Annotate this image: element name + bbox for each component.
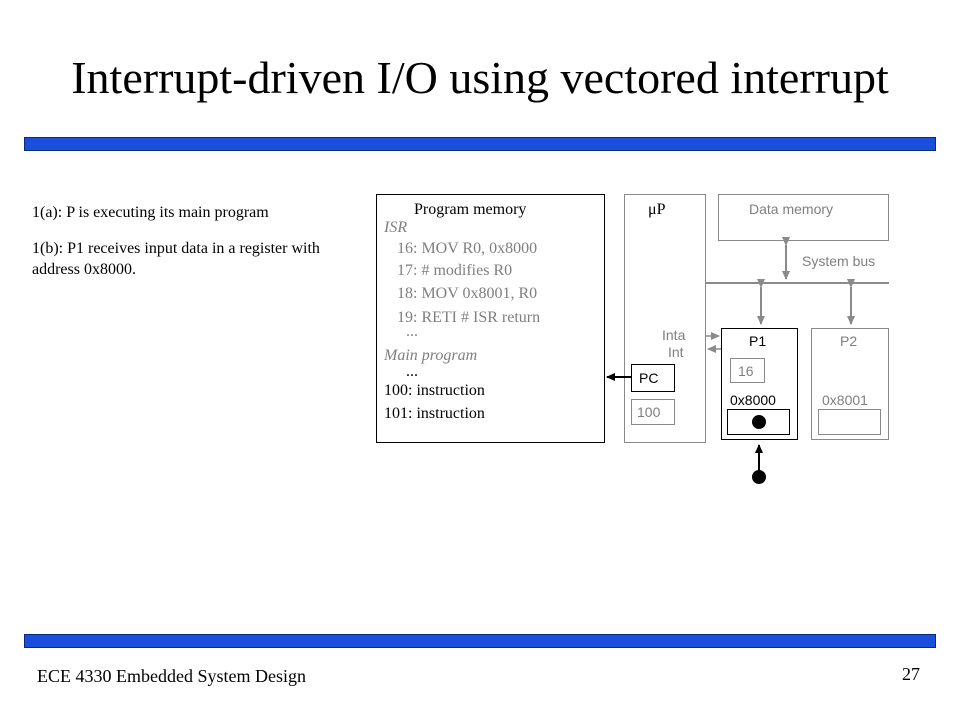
- p1-register-data-dot: [752, 415, 766, 429]
- isr-line-16: 16: MOV R0, 0x8000: [397, 240, 538, 257]
- int-label: Int: [668, 344, 684, 360]
- input-source-dot: [752, 470, 766, 484]
- p1-value: 16: [738, 363, 754, 379]
- main-line-101: 101: instruction: [384, 405, 485, 422]
- main-program-label: Main program: [384, 347, 478, 364]
- p1-label: P1: [749, 333, 767, 349]
- data-memory-box: [718, 194, 889, 241]
- page-number: 27: [902, 664, 920, 684]
- p2-label: P2: [840, 333, 858, 349]
- bottom-divider-bar: [24, 634, 936, 648]
- microprocessor-label: μP: [648, 201, 666, 218]
- slide-title: Interrupt-driven I/O using vectored inte…: [71, 52, 889, 103]
- program-memory-box: [376, 194, 605, 443]
- main-ellipsis: ...: [406, 363, 418, 380]
- note-step-1b: 1(b): P1 receives input data in a regist…: [32, 240, 320, 278]
- p1-value-box: [730, 358, 765, 383]
- isr-label: ISR: [384, 219, 408, 236]
- pc-register-box: [631, 364, 675, 392]
- isr-line-19: 19: RETI # ISR return: [397, 309, 541, 326]
- system-bus-label: System bus: [802, 253, 876, 269]
- data-memory-label: Data memory: [749, 201, 834, 217]
- isr-ellipsis: ...: [406, 323, 418, 340]
- footer-course-name: ECE 4330 Embedded System Design: [37, 666, 306, 686]
- inta-label: Inta: [662, 327, 686, 343]
- program-memory-label: Program memory: [414, 201, 527, 218]
- isr-line-18: 18: MOV 0x8001, R0: [397, 285, 538, 302]
- pc-value: 100: [637, 404, 661, 420]
- top-divider-bar: [24, 137, 936, 151]
- p1-address: 0x8000: [730, 392, 776, 408]
- pc-label: PC: [639, 370, 659, 386]
- main-line-100: 100: instruction: [384, 382, 485, 399]
- p2-register-box: [818, 409, 881, 435]
- note-step-1a: 1(a): P is executing its main program: [32, 204, 269, 221]
- p2-address: 0x8001: [822, 392, 868, 408]
- pc-value-box: [631, 399, 675, 425]
- isr-line-17: 17: # modifies R0: [397, 262, 513, 279]
